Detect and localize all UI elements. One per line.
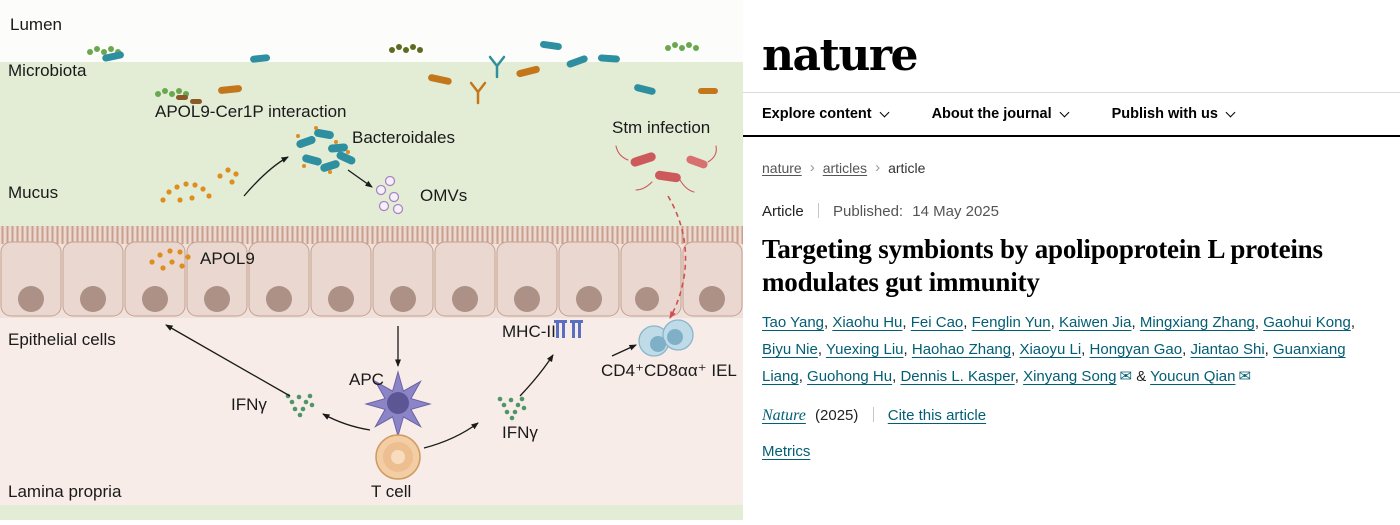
label-mhc2: MHC-II	[502, 322, 556, 341]
label-iel: CD4⁺CD8αα⁺ IEL	[601, 361, 737, 380]
author-link[interactable]: Guanxiang Liang	[762, 340, 1346, 385]
pathway-arrows	[165, 156, 637, 449]
zone-lumen	[0, 0, 743, 62]
epithelial-cell-row	[0, 241, 743, 317]
author-link[interactable]: Yuexing Liu	[825, 340, 904, 358]
nav-explore-content[interactable]: Explore content	[762, 106, 890, 122]
author-link[interactable]: Youcun Qian	[1150, 367, 1236, 385]
brush-border	[0, 226, 743, 244]
breadcrumb-articles[interactable]: articles	[822, 159, 868, 176]
cite-row: Nature (2025) Cite this article	[762, 406, 1380, 425]
apol9-secreted	[149, 248, 191, 271]
chevron-down-icon	[1059, 107, 1070, 117]
bacteroidales-bacteria	[296, 126, 356, 174]
author-link[interactable]: Biyu Nie	[762, 340, 818, 358]
zone-lamina-propria	[0, 318, 743, 520]
label-lamina-propria: Lamina propria	[8, 482, 122, 501]
omv-vesicles	[375, 175, 404, 215]
nav-about-the-journal[interactable]: About the journal	[932, 106, 1070, 122]
breadcrumb-separator-icon: ›	[875, 159, 881, 176]
stm-bacteria	[615, 145, 717, 193]
meta-divider	[817, 203, 819, 218]
label-apol9: APOL9	[200, 249, 255, 268]
header-divider	[743, 92, 1400, 93]
label-omvs: OMVs	[420, 186, 467, 205]
figure-panel: Lumen Microbiota APOL9-Cer1P interaction…	[0, 0, 743, 520]
author-link[interactable]: Jiantao Shi	[1190, 340, 1265, 358]
article-type: Article	[762, 203, 804, 220]
author-link[interactable]: Gaohui Kong	[1263, 313, 1351, 331]
label-t-cell: T cell	[371, 482, 411, 501]
author-link[interactable]: Kaiwen Jia	[1058, 313, 1132, 331]
breadcrumb-article: article	[888, 159, 926, 176]
email-envelope-icon[interactable]: ✉	[1238, 367, 1252, 385]
gut-immunity-figure: Lumen Microbiota APOL9-Cer1P interaction…	[0, 0, 743, 520]
label-apc: APC	[349, 370, 384, 389]
t-cell	[375, 434, 421, 480]
article-content: nature › articles › article Article Publishe…	[743, 159, 1400, 461]
author-link[interactable]: Xinyang Song	[1023, 367, 1117, 385]
chevron-down-icon	[879, 107, 890, 117]
apol9-proteins	[160, 167, 239, 203]
author-link[interactable]: Hongyan Gao	[1089, 340, 1183, 358]
label-ifng-left: IFNγ	[231, 395, 267, 414]
label-ifng-right: IFNγ	[502, 423, 538, 442]
author-link[interactable]: Mingxiang Zhang	[1139, 313, 1255, 331]
author-link[interactable]: Dennis L. Kasper	[900, 367, 1015, 385]
author-link[interactable]: Fenglin Yun	[971, 313, 1051, 331]
ifng-right-dots	[497, 396, 527, 421]
iel-cells	[638, 319, 694, 357]
published-date: 14 May 2025	[912, 203, 999, 220]
author-link[interactable]: Tao Yang	[762, 313, 824, 331]
label-stm-infection: Stm infection	[612, 118, 710, 137]
microbiota-bacteria	[87, 40, 718, 105]
nav-publish-with-us[interactable]: Publish with us	[1112, 106, 1236, 122]
site-header: nature Explore content About the journal P…	[743, 0, 1400, 137]
email-envelope-icon[interactable]: ✉	[1119, 367, 1133, 385]
label-apol9-cer1p: APOL9-Cer1P interaction	[155, 102, 347, 121]
author-link[interactable]: Guohong Hu	[807, 367, 893, 385]
published-label: Published:	[833, 203, 904, 220]
metrics-row: Metrics	[762, 443, 1380, 461]
label-microbiota: Microbiota	[8, 61, 87, 80]
author-link[interactable]: Xiaoyu Li	[1019, 340, 1082, 358]
mhc2-molecules	[554, 320, 583, 338]
main-nav: Explore content About the journal Publish …	[743, 93, 1400, 135]
epithelial-nuclei	[18, 286, 725, 312]
article-title: Targeting symbionts by apolipoprotein L …	[762, 234, 1323, 297]
breadcrumb-separator-icon: ›	[809, 159, 815, 176]
cite-divider	[872, 406, 874, 422]
author-list: Tao Yang, Xiaohu Hu, Fei Cao, Fenglin Yu…	[762, 313, 1355, 385]
label-bacteroidales: Bacteroidales	[352, 128, 455, 147]
label-mucus: Mucus	[8, 183, 58, 202]
author-link[interactable]: Haohao Zhang	[911, 340, 1012, 358]
journal-link[interactable]: Nature	[762, 406, 806, 424]
cite-link[interactable]: Cite this article	[887, 406, 987, 424]
nature-logo[interactable]: nature	[762, 30, 919, 81]
header-rule	[743, 135, 1400, 137]
chevron-down-icon	[1225, 107, 1236, 117]
label-epithelial-cells: Epithelial cells	[8, 330, 116, 349]
metrics-link[interactable]: Metrics	[762, 442, 811, 460]
article-meta: Article Published: 14 May 2025	[762, 203, 1380, 220]
zone-mucus	[0, 62, 743, 230]
breadcrumb-nature[interactable]: nature	[762, 159, 802, 176]
author-link[interactable]: Xiaohu Hu	[832, 313, 903, 331]
breadcrumb: nature › articles › article	[762, 159, 1380, 176]
journal-year: (2025)	[815, 406, 859, 424]
author-link[interactable]: Fei Cao	[910, 313, 964, 331]
label-lumen: Lumen	[10, 15, 62, 34]
